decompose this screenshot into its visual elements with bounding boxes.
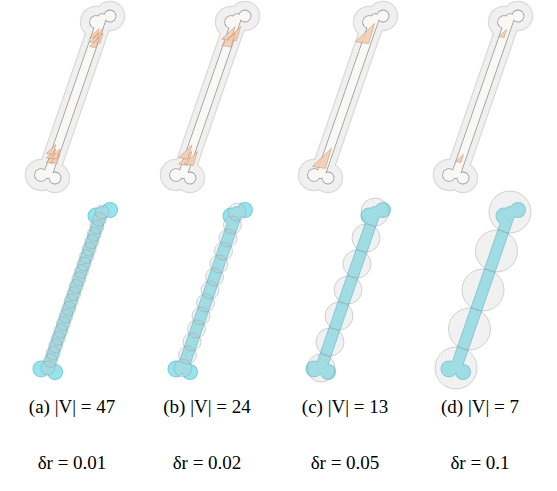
bone-medial-axis bbox=[306, 198, 392, 382]
bone-top bbox=[160, 1, 260, 193]
caption-text: (a) |V| = 47 bbox=[29, 396, 115, 418]
bone-medial-axis bbox=[168, 202, 254, 380]
caption-text: δr = 0.1 bbox=[450, 452, 509, 474]
bone-medial-axis bbox=[33, 202, 119, 380]
bone-top bbox=[25, 1, 125, 193]
caption-text: (b) |V| = 24 bbox=[163, 396, 250, 418]
caption-text: δr = 0.05 bbox=[311, 452, 380, 474]
caption-text: (c) |V| = 13 bbox=[302, 396, 388, 418]
caption-text: (d) |V| = 7 bbox=[441, 396, 519, 418]
caption-text: δr = 0.02 bbox=[173, 452, 242, 474]
bone-top bbox=[433, 1, 533, 193]
bone-medial-axis bbox=[435, 191, 531, 389]
bone-top bbox=[298, 1, 398, 193]
caption-text: δr = 0.01 bbox=[38, 452, 107, 474]
